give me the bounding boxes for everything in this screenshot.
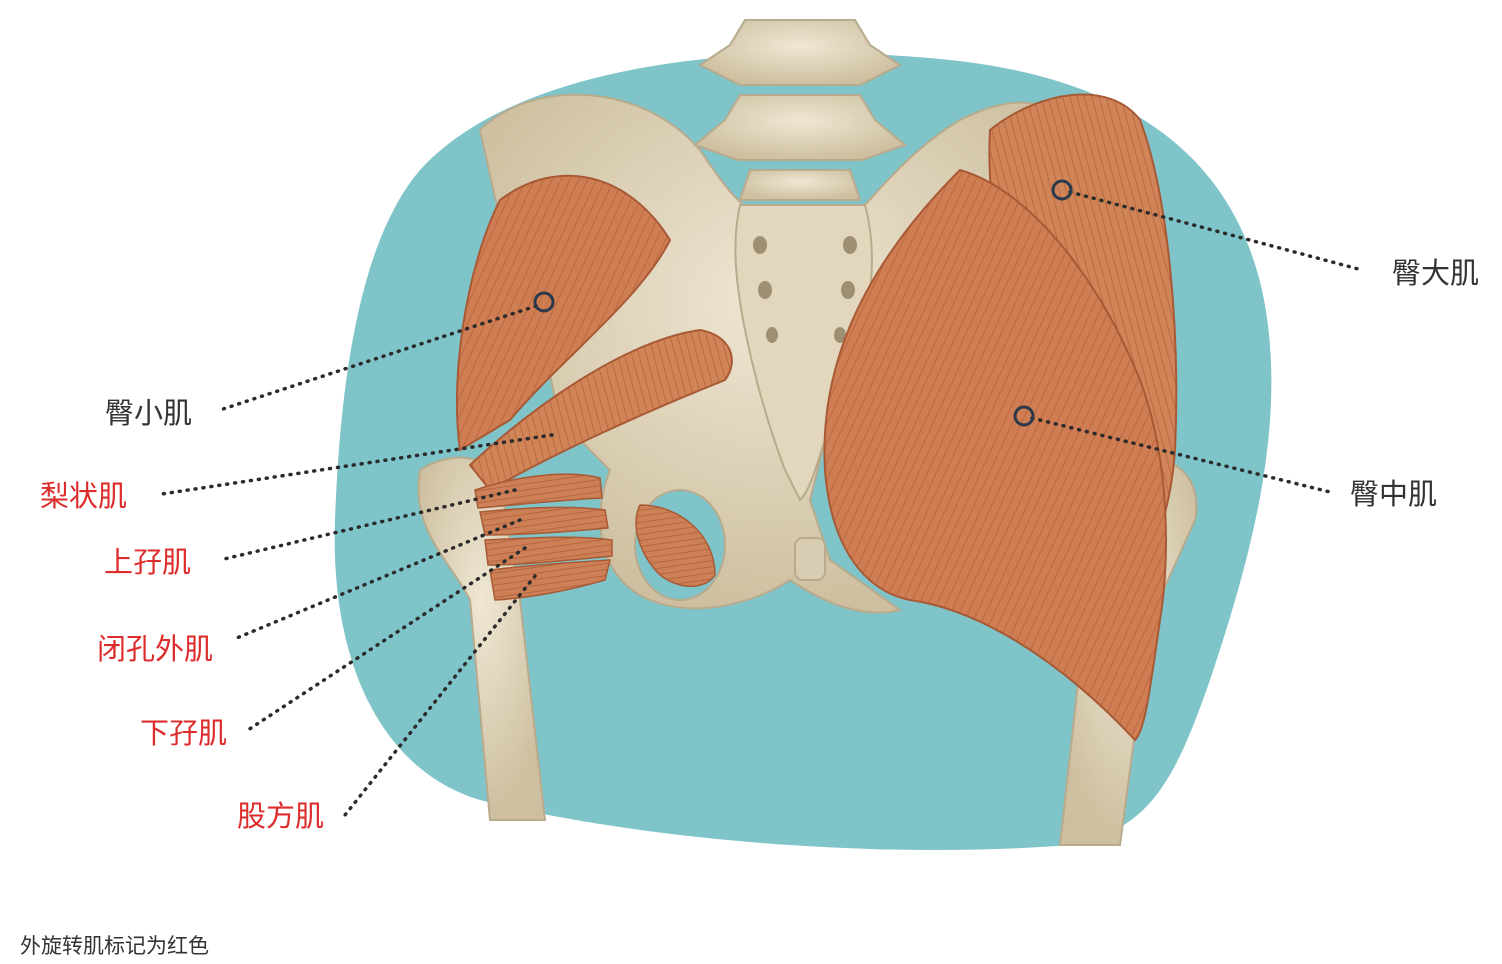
figure-caption: 外旋转肌标记为红色 xyxy=(20,934,209,958)
obturator-internus-muscle xyxy=(479,506,609,536)
label-piriformis: 梨状肌 xyxy=(40,479,128,513)
label-quadratus-femoris: 股方肌 xyxy=(237,799,325,833)
label-gluteus-maximus: 臀大肌 xyxy=(1392,256,1480,290)
label-obturator-externus: 闭孔外肌 xyxy=(97,632,214,666)
gemellus-superior-muscle xyxy=(474,473,603,509)
leader-gluteus-maximus xyxy=(1068,190,1364,272)
quadratus-femoris-muscle xyxy=(489,559,611,601)
leader-gemellus-inferior xyxy=(246,546,527,732)
label-gluteus-medius: 臀中肌 xyxy=(1350,477,1438,511)
leader-gluteus-medius xyxy=(1030,416,1332,494)
lumbar-spine xyxy=(693,19,907,201)
gluteus-minimus-muscle xyxy=(456,174,672,452)
leader-gemellus-superior xyxy=(218,488,517,562)
leader-piriformis xyxy=(160,433,554,496)
marker-gluteus-minimus xyxy=(533,291,555,313)
label-gluteus-minimus: 臀小肌 xyxy=(105,396,193,430)
sacral-foramina xyxy=(753,236,857,343)
obturator-externus-muscle xyxy=(635,504,716,587)
leader-lines xyxy=(160,190,1364,817)
pubic-symphysis xyxy=(794,537,826,581)
label-gemellus-superior: 上孖肌 xyxy=(104,545,192,579)
marker-circles xyxy=(533,179,1073,427)
marker-gluteus-medius xyxy=(1013,405,1035,427)
leader-quadratus-femoris xyxy=(343,574,537,817)
gemellus-inferior-muscle xyxy=(484,536,613,566)
marker-gluteus-maximus xyxy=(1051,179,1073,201)
label-gemellus-inferior: 下孖肌 xyxy=(140,716,228,750)
leader-gluteus-minimus xyxy=(218,304,538,412)
left-femur xyxy=(417,456,547,821)
piriformis-muscle xyxy=(468,328,733,492)
gluteus-medius-muscle xyxy=(823,168,1167,742)
